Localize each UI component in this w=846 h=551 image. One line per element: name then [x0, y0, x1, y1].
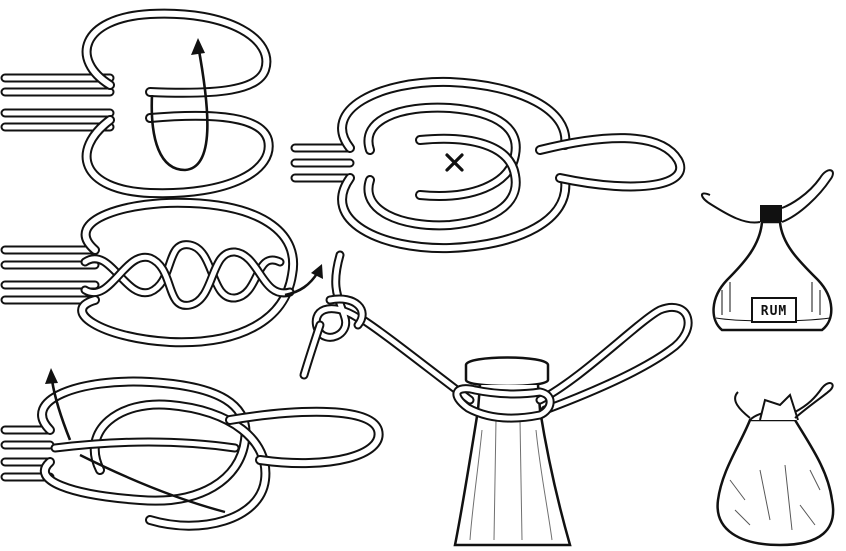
rum-flask: RUM: [702, 170, 833, 330]
flask-label: RUM: [761, 304, 787, 319]
center-mark: [447, 155, 462, 170]
sack: [718, 383, 834, 545]
bight-loop: [87, 14, 269, 194]
jug-sling: [304, 255, 688, 545]
left-body: [42, 382, 265, 526]
knot-step-2: [5, 203, 323, 343]
finished-knot: [295, 82, 680, 248]
knot-step-3: [5, 368, 379, 526]
standing-parts: [5, 78, 110, 127]
hook-arrow: [152, 38, 208, 170]
weave-strand: [85, 245, 290, 306]
knot-step-1: [5, 14, 269, 194]
